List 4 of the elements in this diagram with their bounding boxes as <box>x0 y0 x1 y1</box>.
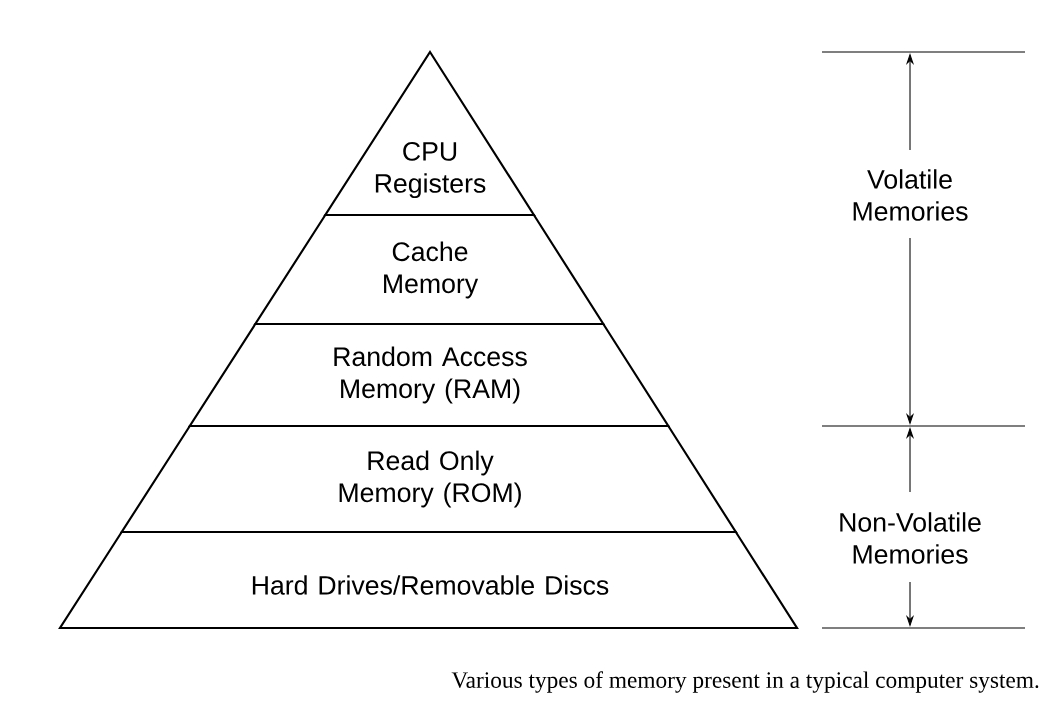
dimension-label: Non-Volatile Memories <box>840 512 981 564</box>
pyramid-level: Hard Drives/Removable Discs <box>58 530 799 630</box>
dimension-label: Volatile Memories <box>853 169 968 221</box>
caption: Various types of memory present in a typical computer system. <box>451 671 1039 693</box>
